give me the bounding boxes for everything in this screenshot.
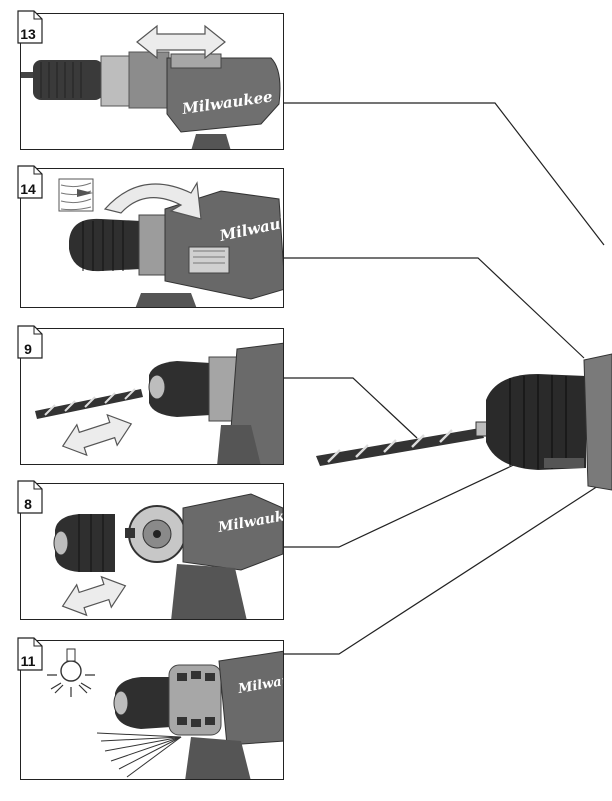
step-number: 11 (20, 653, 36, 669)
leader-line-11 (284, 485, 599, 655)
insert-bit-illustration (35, 342, 283, 464)
light-bulb-icon (47, 648, 95, 697)
step-badge-11: 11 (17, 637, 43, 671)
leader-line-13 (284, 102, 605, 246)
step-badge-14: 14 (17, 165, 43, 199)
light-beam-icon (96, 732, 182, 778)
wood-screw-icon (58, 178, 94, 212)
torque-collar-illustration: Milwaukee (58, 178, 283, 307)
panel-step-13: Milwaukee (20, 13, 284, 150)
step-number: 8 (24, 496, 32, 512)
leader-line-14 (284, 257, 585, 359)
panel-step-8: Milwaukee (20, 483, 284, 620)
main-drill-bit-icon (316, 428, 484, 466)
move-arrow-icon (61, 575, 127, 617)
main-drill-illustration (316, 353, 612, 491)
panel-step-14: Milwaukee (20, 168, 284, 308)
slide-arrow-icon (136, 24, 226, 60)
step-number: 14 (20, 181, 36, 197)
move-arrow-icon (61, 413, 133, 457)
step-number: 13 (20, 26, 36, 42)
step-number: 9 (24, 341, 32, 357)
step-badge-13: 13 (17, 10, 43, 44)
rotate-arrow-icon (103, 181, 202, 220)
leader-line-8 (284, 461, 521, 548)
step-badge-9: 9 (17, 325, 43, 359)
chuck-removal-illustration: Milwaukee (53, 493, 283, 619)
drill-side-view-illustration: Milwaukee (21, 24, 281, 149)
chuck-icon (53, 514, 115, 572)
drill-bit-icon (35, 388, 143, 419)
work-light-illustration: Milwaukee (47, 648, 283, 779)
step-badge-8: 8 (17, 480, 43, 514)
leader-line-9 (284, 377, 418, 439)
panel-step-9 (20, 328, 284, 465)
panel-step-11: Milwaukee (20, 640, 284, 780)
